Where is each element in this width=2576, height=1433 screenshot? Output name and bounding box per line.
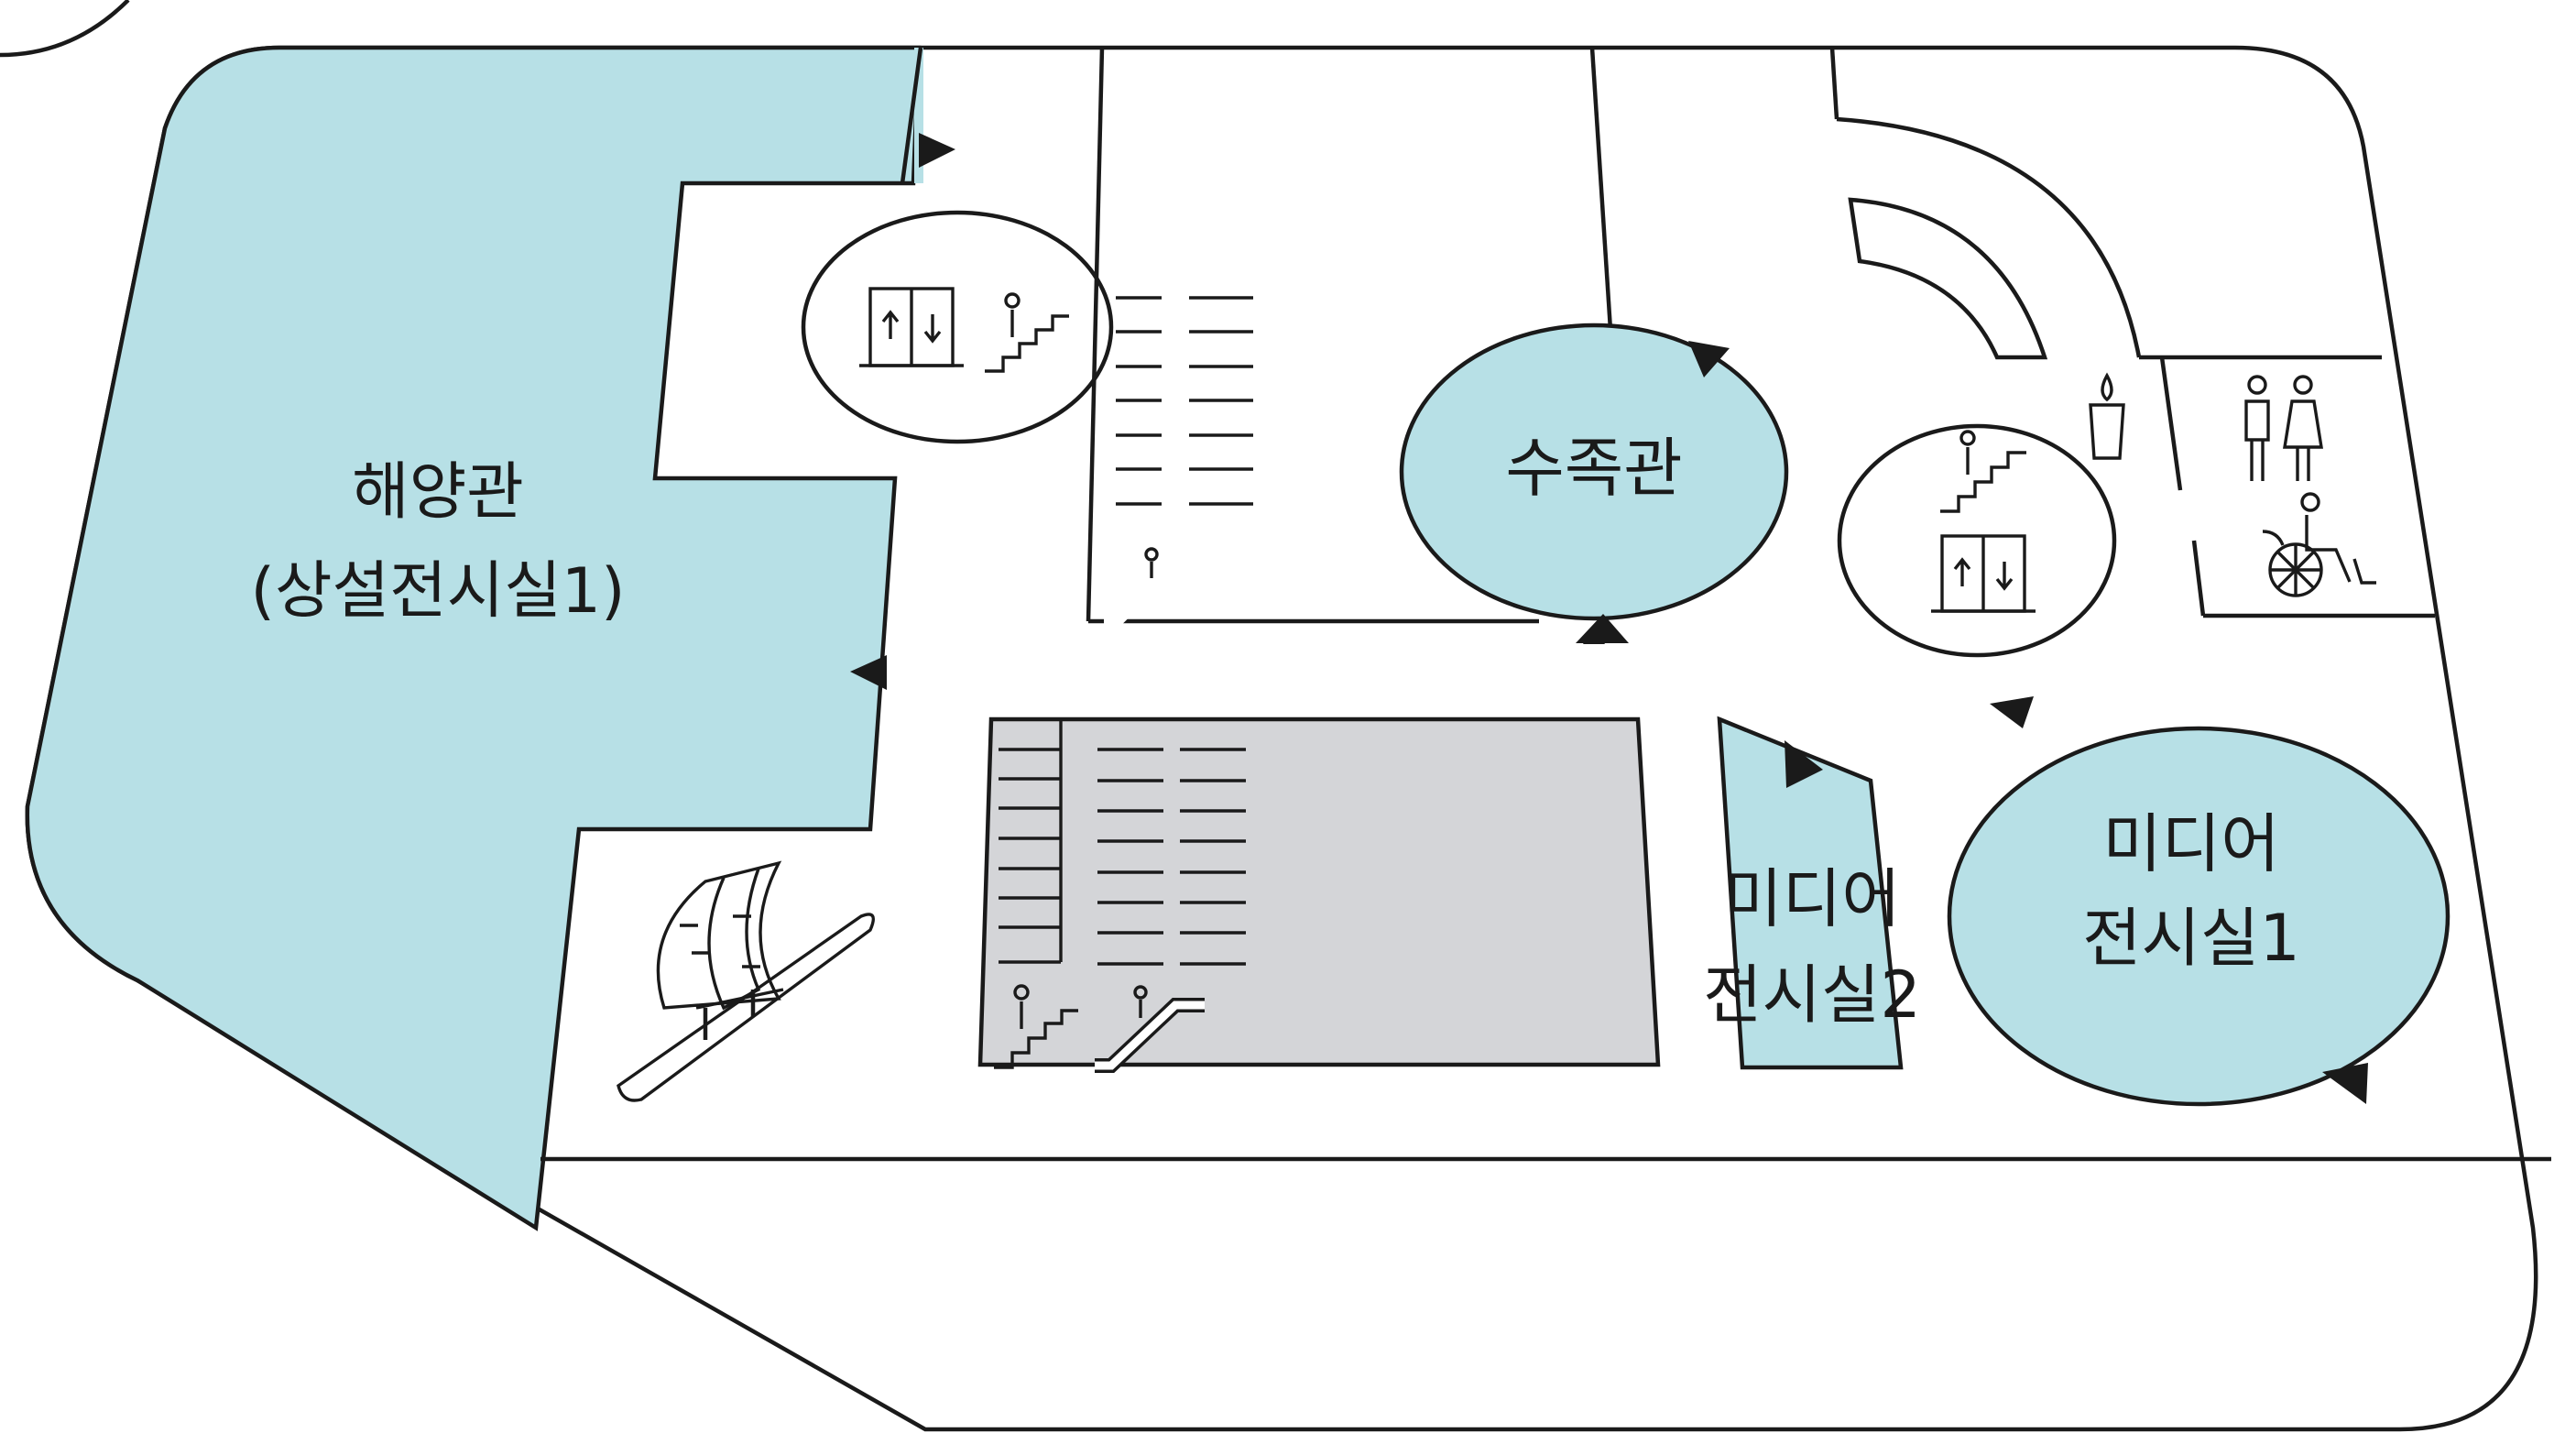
aquarium-label: 수족관 [1505,431,1682,506]
aquarium-room[interactable] [1399,323,1789,621]
water-fountain-icon [2089,372,2125,460]
atrium-stairs-icon [994,984,1078,1069]
elevator-icon [859,287,964,367]
restroom-icon [2244,375,2323,481]
ocean-hall-label-line1: 해양관 [352,456,524,529]
media-exhibit-1-label-line1: 미디어 [2102,806,2279,881]
media-exhibit-1-label-line2: 전시실1 [2082,901,2300,976]
entrance-arrow-icon [850,133,2368,1104]
atrium-stairs-lines [1097,748,1246,966]
corner-marker [0,0,130,58]
elevator-icon-east [1931,534,2036,613]
atrium-escalator-icon [1095,985,1205,1073]
media-exhibit-1-room[interactable] [1947,726,2450,1107]
atrium-steps [999,719,1063,964]
ship-exhibit-icon [617,860,875,1102]
central-atrium [977,716,1661,1067]
media-exhibit-2-room[interactable] [1717,716,1904,1070]
ocean-hall-label-line2: (상설전시실1) [250,555,625,628]
stairs-icon [985,292,1069,373]
curved-stairs-shape [1848,197,2048,360]
elevator-stairs-ellipse-east [1837,423,2117,658]
accessible-icon [2262,492,2376,597]
escalator-icon [1104,547,1209,628]
media-exhibit-2-label-line1: 미디어 [1723,861,1900,936]
elevator-stairs-ellipse [801,210,1114,444]
stairs-icon-east [1940,430,2026,513]
media-exhibit-2-label-line2: 전시실2 [1703,957,1921,1033]
ocean-hall-room[interactable] [25,45,922,1231]
upper-stairs-lines [1116,296,1253,506]
